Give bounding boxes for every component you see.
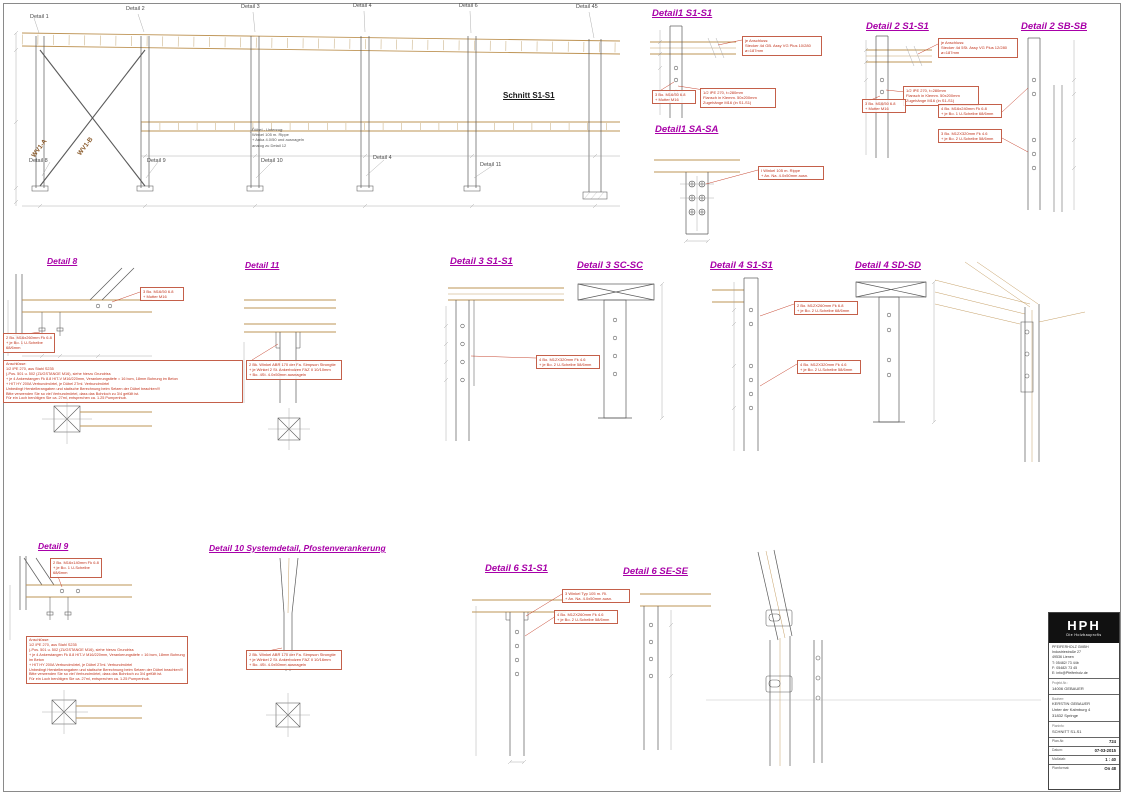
company-logo: HPH Die Holzbauprofis <box>1049 613 1119 643</box>
annotation-d6-winkel: 3 Winkel Typ 105 m. Ri. + An. Na. 4.0x50… <box>562 589 630 604</box>
annotation-d3-bolts: 4 Bo. M12X320mm Fk 4.6 + je Bo. 2 U-Sche… <box>536 355 600 370</box>
header-detail3-scsc: Detail 3 SC-SC <box>577 260 643 271</box>
header-detail2-sbsb: Detail 2 SB-SB <box>1021 21 1087 32</box>
annotation-d2-bolts: 3 Bo. M16/50 6.8 + Mutter M16 <box>862 99 906 114</box>
annotation-d10-winkel: 2 Bk. Winkel ABR 170 der Fa. Simpson Str… <box>246 650 342 670</box>
annotation-d4-bolts-top: 2 Bo. M12X260mm Fk 6.8 + je Bo. 2 U-Sche… <box>794 301 858 316</box>
plan-info-value: SCHNITT S1-S1 <box>1052 728 1082 734</box>
date-value: 07-03-2015 <box>1094 748 1116 754</box>
section-label-detail-3: Detail 3 <box>241 4 260 10</box>
project-number-value: 14006 GEBAUER <box>1052 685 1084 691</box>
section-label-detail-4b: Detail 4 <box>373 155 392 161</box>
format-row: Planformat: On 48 <box>1049 765 1119 773</box>
company-line: Industriestraße 27 <box>1052 650 1081 655</box>
detail3-s1s1-drawing <box>443 287 564 441</box>
perspective-detail-bottom <box>706 549 1041 766</box>
annotation-d2sb-bolts1: 4 Bo. M16x240mm Fk 6.8 + je Bo. 1 U-Sche… <box>938 104 1002 119</box>
annotation-d2sb-bolts2: 3 Bo. M12X320mm Fk 4.6 + je Bo. 2 U-Sche… <box>938 129 1002 144</box>
annotation-d1-anschluss: je Anschluss: Stecker 4d GB. Assy VG Plu… <box>742 36 822 56</box>
client-line: 31832 Springe <box>1052 713 1079 719</box>
plan-number-value: 724 <box>1109 739 1116 745</box>
company-address: PFEIFERHOLZ GMBH Industriestraße 27 4953… <box>1049 643 1119 680</box>
annotation-d9-bolts: 2 Bo. M16x140mm Fk 6.8 + je Bo. 1 U-Sche… <box>50 558 102 578</box>
section-label-detail-11: Detail 11 <box>480 162 502 168</box>
header-detail8: Detail 8 <box>47 256 78 266</box>
header-detail6-sese: Detail 6 SE-SE <box>623 566 688 577</box>
logo-text: HPH <box>1067 618 1101 633</box>
annotation-d6-bolts: 4 Bo. M12X260mm Fk 4.6 + je Bo. 2 U-Sche… <box>554 610 618 625</box>
client-line: KERSTIN GEBAUER <box>1052 701 1091 707</box>
annotation-d2-anschluss: je Anschluss: Stecker 4d 5St. Assy VG Pl… <box>938 38 1018 58</box>
section-label-detail-4: Detail 4 <box>353 3 372 9</box>
section-label-detail-2: Detail 2 <box>126 6 145 12</box>
client-label: Bauherr: <box>1052 696 1065 701</box>
plan-number-row: Plan-Nr. 724 <box>1049 738 1119 747</box>
format-value: On 48 <box>1104 766 1116 772</box>
header-detail9: Detail 9 <box>38 541 69 551</box>
company-line: T: 05482/ 73 44b <box>1052 660 1079 665</box>
section-label-detail-45: Detail 45 <box>576 4 598 10</box>
section-drawing <box>13 10 621 209</box>
header-detail1-s1s1: Detail1 S1-S1 <box>652 8 713 19</box>
scale-row: Maßstab: 1 : 40 <box>1049 756 1119 765</box>
detail2-s1s1-drawing <box>863 35 939 158</box>
section-label-detail-10: Detail 10 <box>261 158 283 164</box>
annotation-d8-bolts-top: 3 Bo. M16/50 6.8 + Mutter M16 <box>140 287 184 302</box>
header-detail11: Detail 11 <box>245 260 280 270</box>
header-detail1-sasa: Detail1 SA-SA <box>655 124 719 135</box>
header-detail6-s1s1: Detail 6 S1-S1 <box>485 563 548 574</box>
annotation-d2-ipe: 1/2 IPE 270, t=280mm Flansch in Klemm. 5… <box>903 86 979 106</box>
annotation-d8-bolts-left: 2 Bo. M16x260mm Fk 6.8 + je Bo. 1 U-Sche… <box>3 333 55 353</box>
perspective-detail-top <box>934 261 1086 462</box>
client-field: Bauherr: KERSTIN GEBAUER Unter der Kalmb… <box>1049 695 1119 723</box>
date-label: Datum: <box>1052 748 1063 753</box>
client-line: Unter der Kalmburg 4 <box>1052 707 1091 713</box>
scale-value: 1 : 40 <box>1105 757 1116 763</box>
header-detail4-s1s1: Detail 4 S1-S1 <box>710 260 773 271</box>
plan-info-label: Planinfo: <box>1052 724 1065 729</box>
annotation-dsa-winkel: I Winkel 105 m. Rippe + An. Na. 4.0x50mm… <box>758 166 824 181</box>
annotation-d4-bolts-bottom: 4 Bo. M12X320mm Fk 4.6 + je Bo. 2 U-Sche… <box>797 360 861 375</box>
detail6-sese-drawing <box>640 593 711 750</box>
section-title: Schnitt S1-S1 <box>503 91 555 100</box>
logo-subtext: Die Holzbauprofis <box>1066 633 1102 637</box>
annotation-d1-bolts: 3 Bo. M16/50 6.8 + Mutter M16 <box>652 90 696 105</box>
detail6-s1s1-drawing <box>472 593 566 765</box>
scale-label: Maßstab: <box>1052 757 1067 762</box>
company-line: PFEIFERHOLZ GMBH <box>1052 645 1089 649</box>
detail1-s1s1-drawing <box>650 25 743 118</box>
section-label-detail-9: Detail 9 <box>147 158 166 164</box>
project-number-label: Projekt-Nr.: <box>1052 681 1068 686</box>
detail1-sasa-drawing <box>654 159 759 244</box>
annotation-d9-block: Anschlüsse: 1/2 IPE 270, aus Stahl S235 … <box>26 636 188 685</box>
detail4-sdsd-drawing <box>855 279 937 425</box>
annotation-d11-winkel: 2 Bk. Winkel ABR 170 der Fa. Simpson Str… <box>246 360 342 380</box>
detail4-s1s1-drawing <box>712 277 798 451</box>
annotation-d8-block: Anschlüsse: 1/2 IPE 270, aus Stahl S235 … <box>3 360 243 404</box>
header-detail3-s1s1: Detail 3 S1-S1 <box>450 256 513 267</box>
section-note: Dübel - Unterzug: Winkel 105 m. Rippe + … <box>252 127 304 148</box>
title-block: HPH Die Holzbauprofis PFEIFERHOLZ GMBH I… <box>1048 612 1120 790</box>
section-label-detail-1: Detail 1 <box>30 14 49 20</box>
header-detail2-s1s1: Detail 2 S1-S1 <box>866 21 929 32</box>
annotation-d1-ipe: 1/2 IPE 270, t=280mm Flansch in Klemm. 5… <box>700 88 776 108</box>
detail8-drawing <box>7 267 152 444</box>
section-label-detail-8: Detail 8 <box>29 158 48 164</box>
section-label-detail-6: Detail 6 <box>459 3 478 9</box>
date-row: Datum: 07-03-2015 <box>1049 747 1119 756</box>
plan-number-label: Plan-Nr. <box>1052 739 1065 744</box>
company-line: F: 05482/ 73 45 <box>1052 665 1078 670</box>
company-line: 49536 Lienen <box>1052 655 1074 660</box>
header-detail4-sdsd: Detail 4 SD-SD <box>855 260 921 271</box>
detail3-scsc-drawing <box>577 281 665 421</box>
format-label: Planformat: <box>1052 766 1070 771</box>
detail2-sbsb-drawing <box>1001 37 1077 212</box>
detail9-drawing <box>9 556 142 734</box>
company-line: E: info@Pfeiferholz.de <box>1052 671 1088 676</box>
plan-info-field: Planinfo: SCHNITT S1-S1 <box>1049 722 1119 738</box>
project-number-field: Projekt-Nr.: 14006 GEBAUER <box>1049 679 1119 695</box>
header-detail10: Detail 10 Systemdetail, Pfostenverankeru… <box>209 543 386 553</box>
